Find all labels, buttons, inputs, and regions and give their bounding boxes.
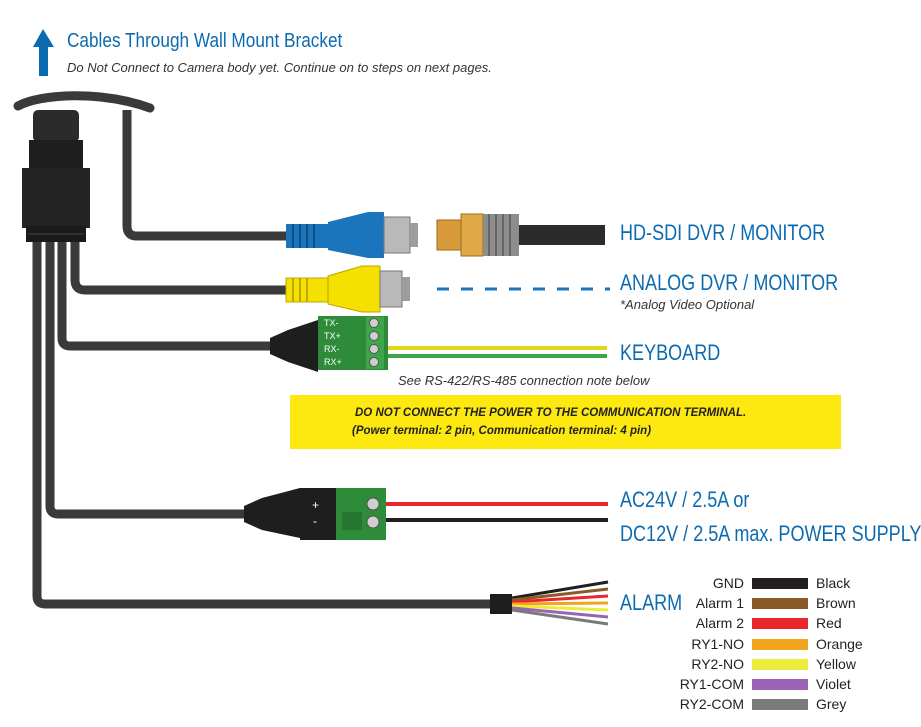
- comm-terminal-block: TX- TX+ RX- RX+: [270, 316, 388, 372]
- warning-line-2: (Power terminal: 2 pin, Communication te…: [352, 425, 652, 437]
- analog-note: *Analog Video Optional: [620, 297, 755, 312]
- alarm-cable-sleeve: [490, 594, 512, 614]
- power-label-line1: AC24V / 2.5A or: [620, 487, 750, 512]
- power-pin-minus: -: [313, 514, 317, 528]
- alarm-label: ALARM: [620, 590, 683, 615]
- analog-cable: [70, 242, 290, 295]
- keyboard-note: See RS-422/RS-485 connection note below: [398, 373, 650, 388]
- power-terminal-block: + -: [244, 488, 386, 540]
- comm-pin-2: TX+: [324, 331, 341, 341]
- analog-rca-connector: [285, 265, 410, 313]
- alarm-legend-swatch: [752, 679, 808, 690]
- comm-pin-4: RX+: [324, 357, 342, 367]
- alarm-wire: [511, 580, 609, 600]
- alarm-wire: [511, 604, 609, 612]
- alarm-wire: [511, 587, 609, 602]
- alarm-legend-signal: RY1-COM: [679, 676, 744, 692]
- hdsdi-label: HD-SDI DVR / MONITOR: [620, 220, 826, 245]
- hdsdi-cable: [122, 110, 290, 241]
- power-label-line2: DC12V / 2.5A max. POWER SUPPLY: [620, 521, 921, 546]
- wiring-diagram: TX- TX+ RX- RX+ + -: [13, 29, 610, 626]
- alarm-legend-signal: RY2-COM: [679, 696, 744, 713]
- up-arrow-icon: [33, 29, 54, 76]
- warning-line-1: DO NOT CONNECT THE POWER TO THE COMMUNIC…: [355, 407, 747, 419]
- comm-pin-1: TX-: [324, 318, 339, 328]
- hdsdi-bnc-connector: [286, 212, 418, 258]
- analog-label: ANALOG DVR / MONITOR: [620, 270, 839, 295]
- cable-bundle-housing: [22, 110, 90, 242]
- power-pin-plus: +: [312, 498, 319, 512]
- alarm-legend-swatch: [752, 638, 808, 650]
- alarm-wire: [511, 594, 609, 604]
- page-subtitle: Do Not Connect to Camera body yet. Conti…: [67, 60, 492, 75]
- alarm-legend-color-name: Red: [816, 615, 842, 632]
- alarm-legend-color-name: Grey: [816, 696, 847, 713]
- top-cable-curve: [13, 91, 155, 113]
- hdsdi-bnc-plug: [436, 213, 605, 257]
- alarm-legend-signal: Alarm 1: [695, 595, 744, 612]
- comm-cable: [57, 242, 275, 351]
- keyboard-label: KEYBOARD: [620, 340, 721, 365]
- comm-pin-3: RX-: [324, 344, 340, 354]
- alarm-legend-signal: RY2-NO: [691, 655, 744, 672]
- alarm-legend-color-name: Brown: [816, 595, 856, 612]
- alarm-legend-color-name: Orange: [816, 635, 863, 652]
- alarm-legend-signal: RY1-NO: [691, 635, 744, 652]
- power-cable: [45, 242, 248, 519]
- alarm-legend-swatch: [752, 598, 808, 610]
- alarm-legend-signal: Alarm 2: [695, 615, 744, 632]
- alarm-legend-swatch: [752, 578, 808, 589]
- page-title: Cables Through Wall Mount Bracket: [67, 30, 343, 52]
- alarm-legend-swatch: [752, 658, 808, 670]
- alarm-legend-swatch: [752, 618, 808, 630]
- alarm-wire: [511, 606, 609, 619]
- alarm-legend-swatch: [752, 699, 808, 711]
- alarm-legend-color-name: Yellow: [816, 655, 856, 672]
- alarm-wires: [511, 580, 609, 626]
- alarm-legend-signal: GND: [712, 575, 744, 591]
- alarm-cable: [32, 242, 495, 609]
- alarm-legend-color-name: Black: [816, 575, 851, 591]
- alarm-wire: [511, 608, 609, 626]
- alarm-wire: [511, 601, 609, 606]
- warning-banner: DO NOT CONNECT THE POWER TO THE COMMUNIC…: [290, 395, 841, 449]
- alarm-legend-color-name: Violet: [816, 676, 851, 692]
